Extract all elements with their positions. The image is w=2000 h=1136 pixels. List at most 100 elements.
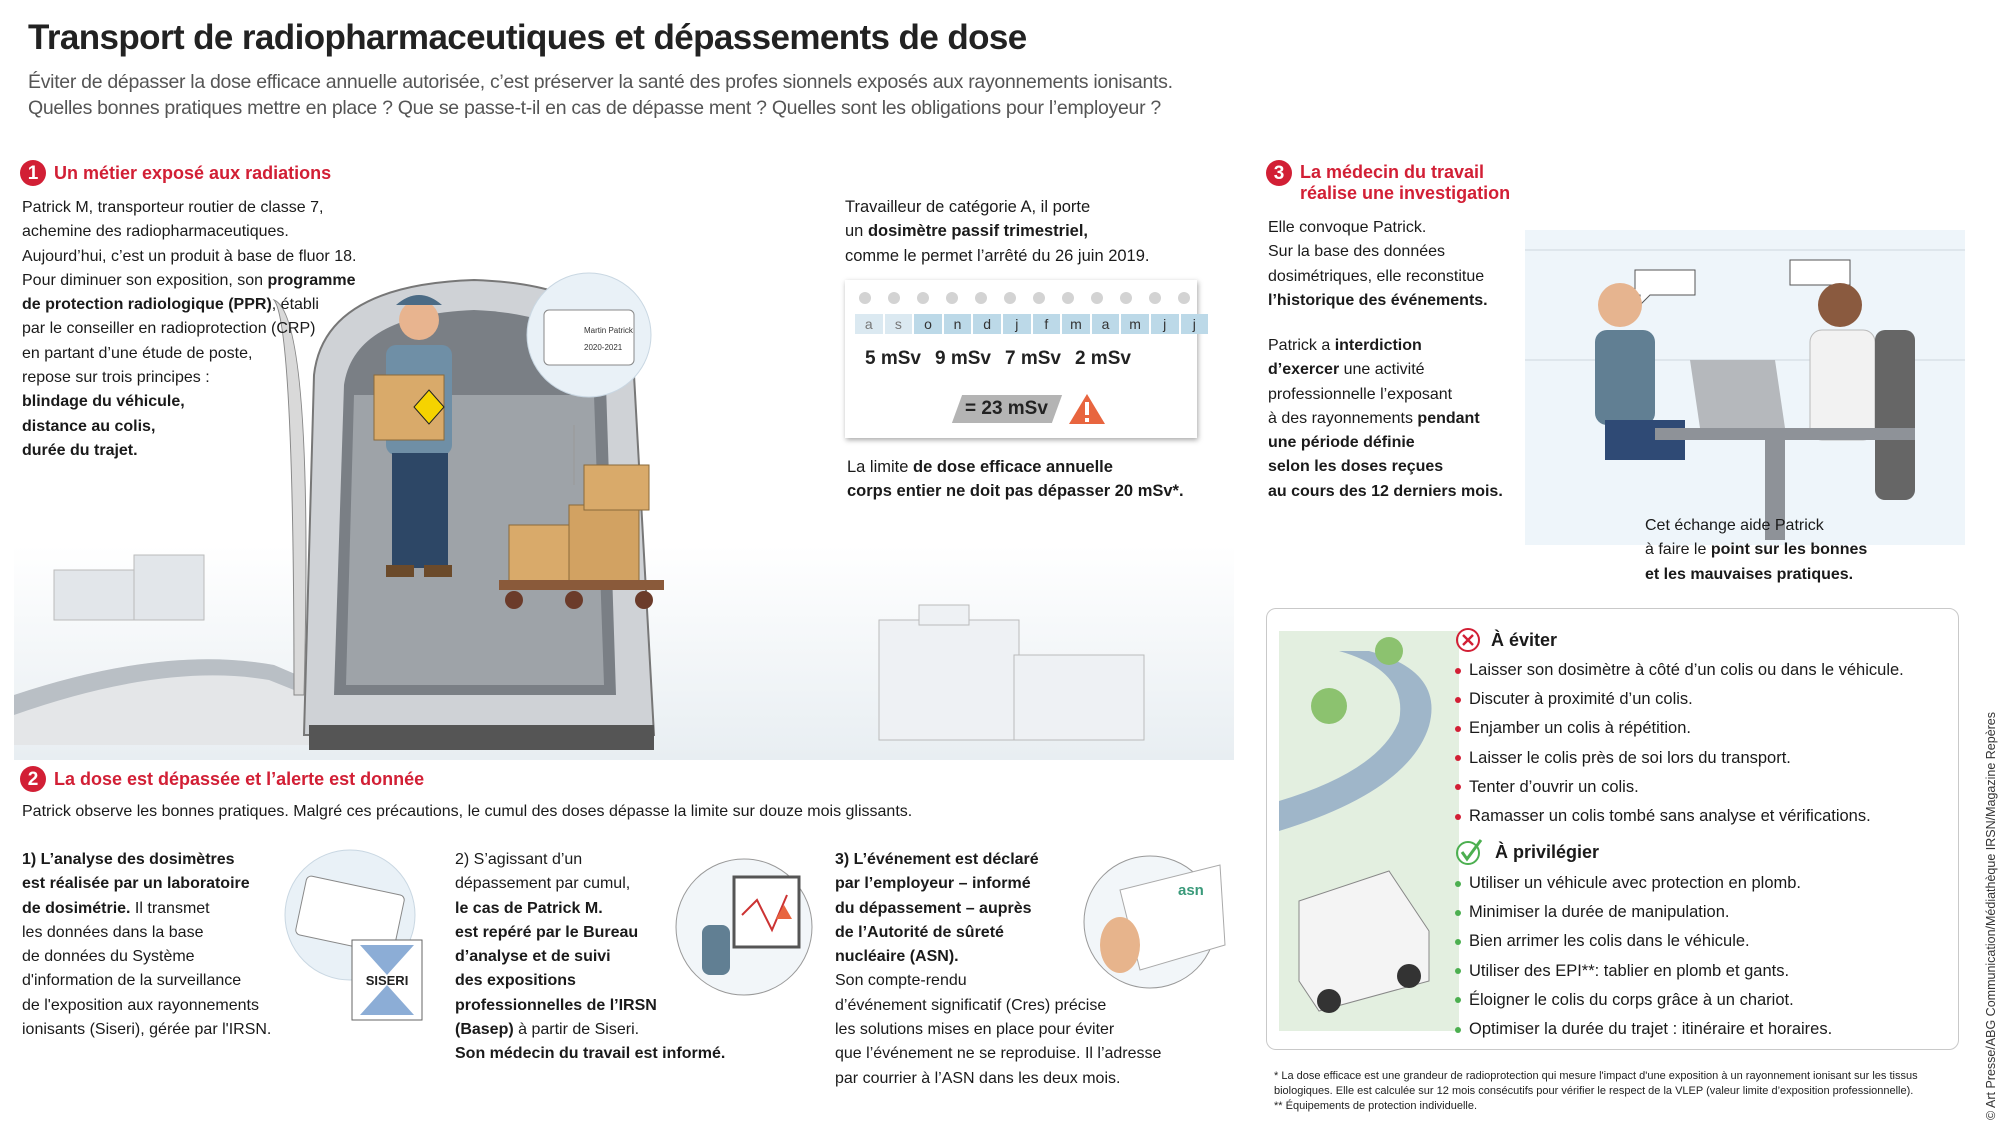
worker-icon [373, 295, 452, 577]
punch-hole [1091, 292, 1103, 304]
section-2-heading: 2 La dose est dépassée et l’alerte est d… [20, 766, 424, 792]
list-item: Minimiser la durée de manipulation. [1455, 898, 1832, 927]
text: les solutions mises en place pour éviter [835, 1021, 1115, 1039]
badge-callout: Martin Patrick 2020-2021 [526, 272, 652, 485]
computer-analysis-illustration [675, 858, 813, 996]
bold-text: de dosimétrie. [22, 899, 131, 917]
section-number-badge: 3 [1266, 160, 1292, 186]
text-line: d’exercer une activité [1268, 358, 1503, 382]
bold-text: par l’employeur – informé [835, 875, 1031, 893]
bullet-icon [1455, 726, 1461, 732]
bold-text: (Basep) [455, 1021, 514, 1039]
text-line: à faire le point sur les bonnes [1645, 538, 1867, 562]
list-item: Discuter à proximité d’un colis. [1455, 685, 1904, 714]
text: Pour diminuer son exposition, son [22, 271, 268, 289]
list-item-text: Bien arrimer les colis dans le véhicule. [1469, 932, 1750, 951]
text-line: un dosimètre passif trimestriel, [845, 219, 1150, 243]
punch-hole [888, 292, 900, 304]
text: repose sur trois principes : [22, 369, 210, 387]
text-line: de dosimétrie. Il transmet [22, 897, 271, 921]
bold-text: Son médecin du travail est informé. [455, 1045, 726, 1063]
text-line: professionnelles de l’IRSN [455, 994, 725, 1018]
trolley-with-packages-icon [499, 464, 664, 609]
section-1-heading: 1 Un métier exposé aux radiations [20, 160, 331, 186]
list-item: Tenter d’ouvrir un colis. [1455, 773, 1904, 802]
list-item-text: Minimiser la durée de manipulation. [1469, 903, 1730, 922]
text-line: Pour diminuer son exposition, son progra… [22, 269, 356, 293]
text: comme le permet l’arrêté du 26 juin 2019… [845, 246, 1150, 265]
month-cell: j [1002, 314, 1031, 334]
list-item-text: Laisser le colis près de soi lors du tra… [1469, 748, 1791, 767]
text: Aujourd’hui, c’est un produit à base de … [22, 247, 357, 265]
bold-text: selon les doses reçues [1268, 458, 1444, 476]
bold-text: 1) L’analyse des dosimètres [22, 851, 235, 868]
list-item-text: Ramasser un colis tombé sans analyse et … [1469, 807, 1871, 826]
text-line: une période définie [1268, 431, 1503, 455]
text-line: de données du Système [22, 945, 271, 969]
text-line: de l'exposition aux rayonnements [22, 994, 271, 1018]
text: Il transmet [130, 899, 210, 917]
text-line: blindage du véhicule, [22, 390, 356, 414]
subtitle-line-2: Quelles bonnes pratiques mettre en place… [28, 97, 1161, 119]
text-line: d’analyse et de suivi [455, 945, 725, 969]
punch-hole [1062, 292, 1074, 304]
text: que l’événement ne se reproduise. Il l’a… [835, 1045, 1162, 1063]
text-line: d’événement significatif (Cres) précise [835, 994, 1161, 1018]
text-line: les données dans la base [22, 921, 271, 945]
bullet-icon [1455, 696, 1461, 703]
badge-years: 2020-2021 [584, 343, 623, 352]
bold-text: de l’Autorité de sûreté [835, 923, 1004, 941]
text-line: Patrick M, transporteur routier de class… [22, 196, 356, 220]
punch-hole [1004, 292, 1016, 304]
text: Sur la base des données [1268, 243, 1446, 261]
text: par le conseiller en radioprotection (CR… [22, 320, 316, 338]
bold-text: nucléaire (ASN). [835, 948, 959, 966]
text: Cet échange aide Patrick [1645, 517, 1824, 534]
bold-text: interdiction [1334, 337, 1422, 354]
text-line: dépassement par cumul, [455, 872, 725, 896]
text: par courrier à l’ASN dans les deux mois. [835, 1069, 1121, 1087]
text: Patrick M, transporteur routier de class… [22, 199, 324, 216]
text-line: 1) L’analyse des dosimètres [22, 848, 271, 872]
list-item-text: Laisser son dosimètre à côté d’un colis … [1469, 661, 1904, 679]
bullet-icon [1455, 968, 1461, 975]
bullet-icon [1455, 667, 1461, 674]
list-item: Ramasser un colis tombé sans analyse et … [1455, 802, 1904, 831]
bold-text: durée du trajet. [22, 441, 138, 459]
bold-text: dosimètre passif trimestriel, [867, 222, 1089, 241]
copyright: © Art Presse/ABG Communication/Médiathèq… [1984, 711, 1998, 1120]
practices-panel: À éviter Laisser son dosimètre à côté d’… [1266, 608, 1959, 1050]
month-cell: d [973, 314, 1001, 334]
section-3-body-1: Elle convoque Patrick. Sur la base des do… [1268, 216, 1488, 313]
text: Patrick a [1268, 337, 1335, 354]
quarter-dose: 7 mSv [1004, 348, 1061, 369]
footnote-1-cont: biologiques. Elle est calculée sur 12 mo… [1274, 1085, 1914, 1097]
punch-hole [1178, 292, 1190, 304]
month-cell: j [1180, 314, 1209, 334]
text: ionisants (Siseri), gérée par l'IRSN. [22, 1021, 272, 1039]
section-2-title: La dose est dépassée et l’alerte est don… [54, 769, 425, 789]
subtitle-line-1: Éviter de dépasser la dose efficace annu… [28, 71, 1173, 93]
month-cell: a [1091, 314, 1120, 334]
punch-hole [1149, 292, 1161, 304]
bold-text: de protection radiologique (PPR) [22, 296, 272, 314]
text-line: ionisants (Siseri), gérée par l'IRSN. [22, 1018, 271, 1042]
text: Elle convoque Patrick. [1268, 219, 1427, 236]
quarter-dose: 9 mSv [934, 348, 991, 369]
list-item: Enjamber un colis à répétition. [1455, 714, 1904, 743]
text-line: Sur la base des données [1268, 240, 1488, 264]
month-cell: m [1062, 314, 1090, 334]
text: Son compte-rendu [835, 972, 967, 990]
section-3-title-line-2: réalise une investigation [1300, 183, 1511, 203]
text-line: Son compte-rendu [835, 969, 1161, 993]
consultation-caption: Cet échange aide Patrick à faire le point… [1645, 514, 1867, 587]
text: professionnelle l’exposant [1268, 385, 1453, 403]
text-line: 3) L’événement est déclaré [835, 848, 1161, 872]
text-line: est repéré par le Bureau [455, 921, 725, 945]
text-line: distance au colis, [22, 415, 356, 439]
list-item: Utiliser un véhicule avec protection en … [1455, 869, 1832, 898]
section-3-title-line-1: La médecin du travail [1300, 162, 1485, 182]
text-line: Son médecin du travail est informé. [455, 1042, 725, 1066]
